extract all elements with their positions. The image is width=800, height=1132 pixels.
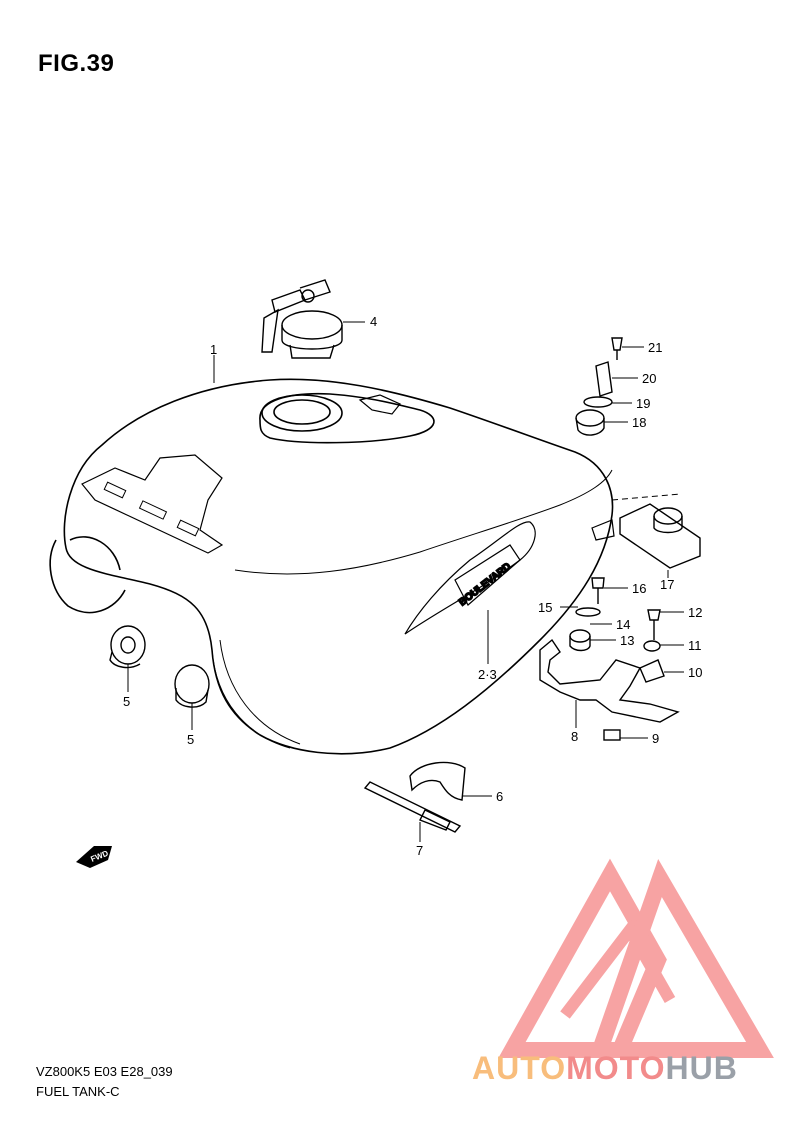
callout-8: 8 <box>571 729 578 744</box>
watermark-part3: HUB <box>665 1050 738 1086</box>
watermark-logo <box>498 858 774 1058</box>
callout-19: 19 <box>636 396 650 411</box>
callout-6: 6 <box>496 789 503 804</box>
callout-13: 13 <box>620 633 634 648</box>
callout-18: 18 <box>632 415 646 430</box>
callout-2-3: 2·3 <box>478 667 497 682</box>
watermark-part2: MOTO <box>566 1050 666 1086</box>
callout-5a: 5 <box>123 694 130 709</box>
callout-12: 12 <box>688 605 702 620</box>
figure-title: FIG.39 <box>38 50 115 77</box>
cushion-and-tie <box>363 761 466 833</box>
fuel-cap <box>261 279 343 359</box>
rear-bracket <box>539 577 680 741</box>
watermark-part1: AUTO <box>472 1050 567 1086</box>
callout-17: 17 <box>660 577 674 592</box>
callout-4: 4 <box>370 314 377 329</box>
callout-1: 1 <box>210 342 217 357</box>
diagram-code: VZ800K5 E03 E28_039 <box>36 1064 173 1079</box>
callout-14: 14 <box>616 617 630 632</box>
leader-lines <box>127 321 684 842</box>
callouts: 1 2·3 4 5 5 6 7 8 9 10 11 12 13 14 15 16… <box>123 314 702 858</box>
watermark-text: AUTOMOTOHUB <box>472 1050 738 1087</box>
callout-5b: 5 <box>187 732 194 747</box>
diagram-name: FUEL TANK-C <box>36 1084 120 1099</box>
callout-7: 7 <box>416 843 423 858</box>
callout-11: 11 <box>688 638 702 653</box>
callout-10: 10 <box>688 665 702 680</box>
callout-15: 15 <box>538 600 552 615</box>
emblem-text: BOULEVARD <box>457 561 513 608</box>
callout-9: 9 <box>652 731 659 746</box>
callout-21: 21 <box>648 340 662 355</box>
callout-20: 20 <box>642 371 656 386</box>
front-mount <box>575 337 701 569</box>
forward-arrow: FWD <box>76 846 112 868</box>
fuel-tank: BOULEVARD <box>49 378 615 755</box>
callout-16: 16 <box>632 581 646 596</box>
